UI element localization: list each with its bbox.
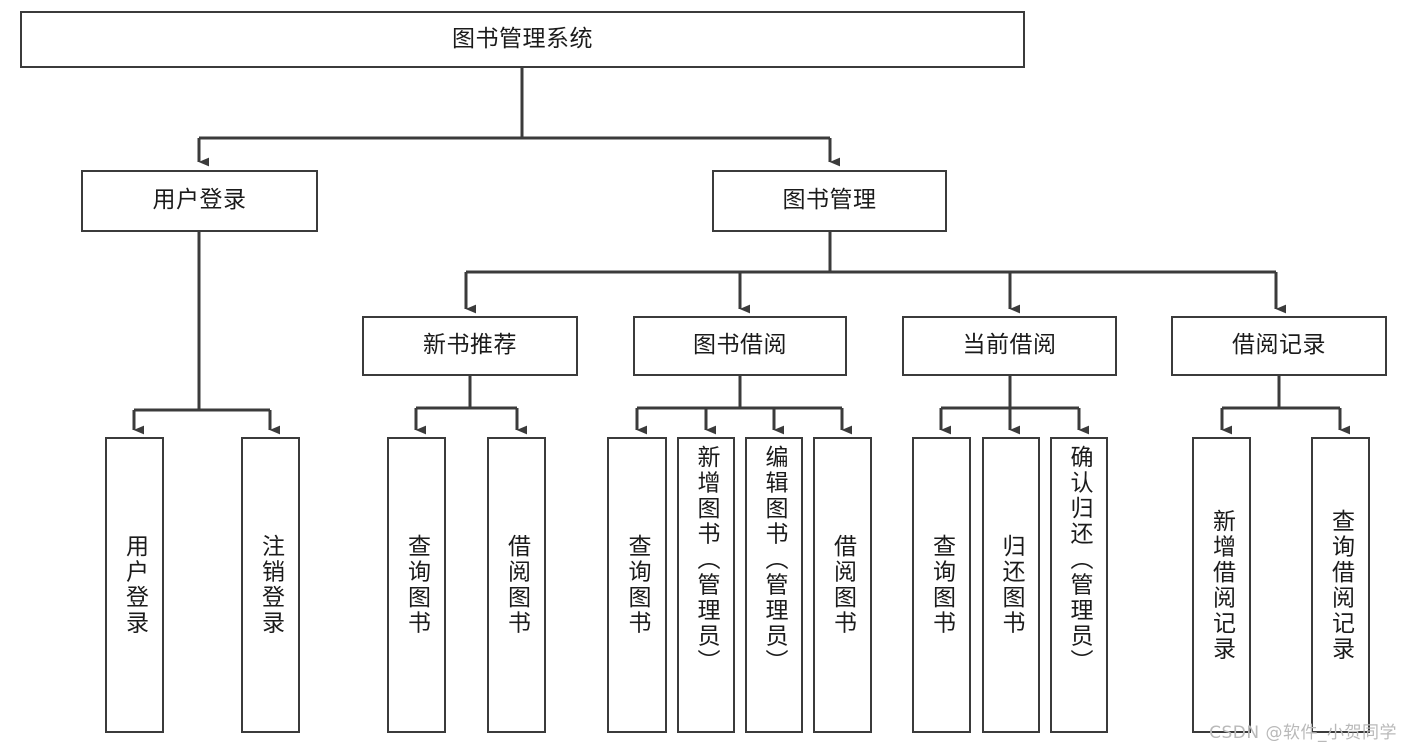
node-label: 图书借阅 — [693, 332, 787, 359]
node-label: 图书管理系统 — [452, 25, 593, 52]
node-current-borrow[interactable]: 当前借阅 — [902, 316, 1117, 376]
watermark-text: CSDN @软件_小贺同学 — [1209, 723, 1397, 743]
leaf-borrow-record-query[interactable]: 查询借阅记录 — [1311, 437, 1370, 733]
node-label: 注销登录 — [257, 534, 284, 636]
leaf-book-borrow-add[interactable]: 新增图书（管理员） — [677, 437, 735, 733]
leaf-new-book-borrow[interactable]: 借阅图书 — [487, 437, 546, 733]
node-label: 新书推荐 — [423, 332, 517, 359]
leaf-user-login-logout[interactable]: 注销登录 — [241, 437, 300, 733]
leaf-book-borrow-borrow[interactable]: 借阅图书 — [813, 437, 872, 733]
node-label: 编辑图书（管理员） — [761, 445, 788, 675]
node-label: 确认归还（管理员） — [1066, 445, 1093, 675]
node-book-management[interactable]: 图书管理 — [712, 170, 947, 232]
node-label: 查询图书 — [624, 534, 651, 636]
node-label: 新增借阅记录 — [1208, 508, 1235, 662]
leaf-user-login-login[interactable]: 用户登录 — [105, 437, 164, 733]
leaf-book-borrow-query[interactable]: 查询图书 — [607, 437, 667, 733]
leaf-borrow-record-add[interactable]: 新增借阅记录 — [1192, 437, 1251, 733]
node-label: 借阅记录 — [1232, 332, 1326, 359]
node-label: 当前借阅 — [962, 332, 1057, 359]
node-label: 借阅图书 — [503, 534, 530, 636]
node-book-borrow[interactable]: 图书借阅 — [633, 316, 847, 376]
leaf-new-book-query[interactable]: 查询图书 — [387, 437, 446, 733]
node-label: 用户登录 — [121, 534, 148, 636]
leaf-current-borrow-query[interactable]: 查询图书 — [912, 437, 971, 733]
node-label: 查询图书 — [403, 534, 430, 636]
node-label: 归还图书 — [998, 534, 1025, 636]
leaf-current-borrow-return[interactable]: 归还图书 — [982, 437, 1040, 733]
node-label: 查询图书 — [928, 534, 955, 636]
node-root-system[interactable]: 图书管理系统 — [20, 11, 1025, 68]
node-label: 新增图书（管理员） — [693, 445, 720, 675]
node-label: 借阅图书 — [829, 534, 856, 636]
node-label: 查询借阅记录 — [1327, 508, 1354, 662]
leaf-book-borrow-edit[interactable]: 编辑图书（管理员） — [745, 437, 803, 733]
node-borrow-record[interactable]: 借阅记录 — [1171, 316, 1387, 376]
node-new-book-recommend[interactable]: 新书推荐 — [362, 316, 578, 376]
node-label: 用户登录 — [152, 187, 247, 214]
leaf-current-borrow-confirm-return[interactable]: 确认归还（管理员） — [1050, 437, 1108, 733]
node-label: 图书管理 — [782, 187, 877, 214]
node-user-login[interactable]: 用户登录 — [81, 170, 318, 232]
